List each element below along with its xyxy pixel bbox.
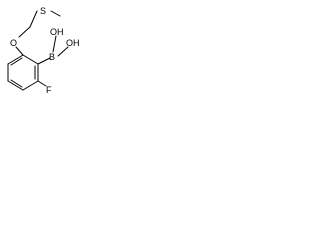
bond-methylene-oxygen <box>18 26 31 38</box>
hydroxyl-label-1: OH <box>50 27 64 37</box>
boron-label: B <box>49 52 55 62</box>
bond-sulfur-methylene <box>29 10 38 28</box>
ring-bond-c4-c5 <box>7 80 24 91</box>
hydroxyl-label-2: OH <box>66 38 80 48</box>
bond-boron-hydroxyl-1 <box>52 35 57 53</box>
bond-oxygen-ring <box>15 46 24 56</box>
ring-bond-c1-c2 <box>22 54 39 65</box>
bond-boron-hydroxyl-2 <box>57 46 69 57</box>
bonds <box>7 10 69 91</box>
oxygen-label: O <box>10 38 17 48</box>
molecule-structure: S O B OH OH F <box>7 6 80 95</box>
sulfur-label: S <box>40 6 46 16</box>
atom-labels: S O B OH OH F <box>10 6 80 95</box>
bond-methyl-sulfur <box>50 10 61 17</box>
bond-ring-boron <box>37 57 51 65</box>
ring-bond-c6-c1 <box>7 54 24 65</box>
fluorine-label: F <box>46 85 52 95</box>
ring-bond-c3-c4 <box>22 80 39 91</box>
ring-double-c4-c5 <box>10 79 23 88</box>
ring-double-c6-c1 <box>10 57 23 66</box>
bond-ring-fluorine <box>37 80 47 87</box>
